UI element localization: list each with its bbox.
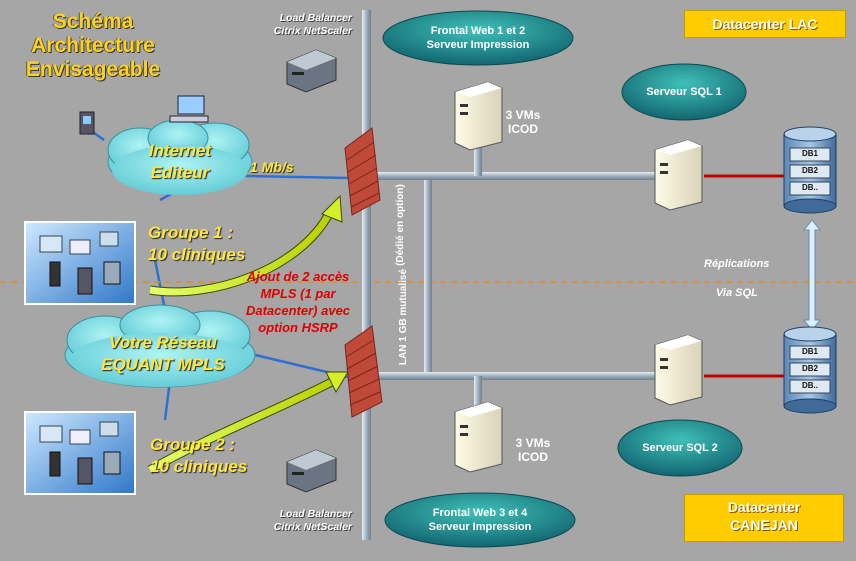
group2-label: Groupe 2 : 10 cliniques <box>150 434 247 478</box>
frontal-bottom-line2: Serveur Impression <box>428 521 532 533</box>
frontal-bottom-label: Frontal Web 3 et 4 Serveur Impression <box>390 506 570 534</box>
group1-line1: Groupe 1 : <box>148 223 234 242</box>
firewall-top <box>344 127 381 216</box>
vms-bottom-label: 3 VMs ICOD <box>508 436 558 464</box>
db-top-1: DB1 <box>801 149 818 158</box>
group2-line1: Groupe 2 : <box>150 435 236 454</box>
via-sql-label: Via SQL <box>716 287 758 299</box>
frontal-bottom-line1: Frontal Web 3 et 4 <box>432 507 528 519</box>
mpls-cloud <box>64 304 256 388</box>
datacenter-canejan-line2: CANEJAN <box>730 517 798 533</box>
title-line-1: Schéma <box>52 10 134 33</box>
load-balancer-top-label: Load Balancer Citrix NetScaler <box>232 12 352 38</box>
datacenter-canejan-badge: Datacenter CANEJAN <box>684 494 844 542</box>
db-bottom-1: DB1 <box>801 347 818 356</box>
replications-label: Réplications <box>704 258 770 270</box>
diagram-title: Schéma Architecture Envisageable <box>18 10 168 82</box>
internet-line2: Editeur <box>150 163 210 182</box>
lb-bottom-line2: Citrix NetScaler <box>273 521 352 533</box>
server-sql-bottom <box>654 334 703 406</box>
mpls-line2: EQUANT MPLS <box>101 355 225 374</box>
db-cylinder-bottom <box>783 326 837 414</box>
sql2-label: Serveur SQL 2 <box>642 442 718 454</box>
internet-cloud <box>107 119 253 195</box>
internet-cloud-label: Internet Editeur <box>120 140 240 184</box>
load-balancer-bottom-label: Load Balancer Citrix NetScaler <box>232 508 352 534</box>
vms-top-line2: ICOD <box>508 122 538 136</box>
mpls-arrow-top <box>149 194 343 297</box>
datacenter-canejan-line1: Datacenter <box>727 499 801 515</box>
clinics-group2-image <box>24 411 136 495</box>
server-vm-bottom <box>454 401 503 473</box>
mpls-note-line4: option HSRP <box>258 320 338 335</box>
frontal-top-line1: Frontal Web 1 et 2 <box>430 25 526 37</box>
frontal-top-label: Frontal Web 1 et 2 Serveur Impression <box>388 24 568 52</box>
lb-bottom-line1: Load Balancer <box>279 508 352 520</box>
vms-top-line1: 3 VMs <box>505 108 541 122</box>
db-bottom-2: DB2 <box>801 364 818 373</box>
clinics-group1-image <box>24 221 136 305</box>
server-sql-top <box>654 139 703 211</box>
datacenter-lac-badge: Datacenter LAC <box>684 10 846 38</box>
load-balancer-bottom-device <box>286 449 337 493</box>
lb-top-line2: Citrix NetScaler <box>273 25 352 37</box>
group1-label: Groupe 1 : 10 cliniques <box>148 222 245 266</box>
db-cylinder-top <box>783 126 837 214</box>
sql-db-links <box>704 174 786 378</box>
vms-top-label: 3 VMs ICOD <box>498 108 548 136</box>
pda-icon <box>79 111 95 135</box>
mpls-note: Ajout de 2 accès MPLS (1 par Datacenter)… <box>228 268 368 336</box>
computer-icon <box>169 95 209 123</box>
lan-vertical-label: LAN 1 GB mutualisé <box>398 268 409 366</box>
load-balancer-top-device <box>286 49 337 93</box>
frontal-top-line2: Serveur Impression <box>426 39 530 51</box>
db-bottom-3: DB.. <box>802 381 818 390</box>
sql1-label: Serveur SQL 1 <box>646 86 722 98</box>
group2-line2: 10 cliniques <box>150 457 248 476</box>
db-top-3: DB.. <box>802 183 818 192</box>
frontal-top-ellipse <box>382 10 574 66</box>
internet-line1: Internet <box>148 141 212 160</box>
vms-bottom-line1: 3 VMs <box>515 436 551 450</box>
mpls-note-line2: MPLS (1 par <box>260 286 336 301</box>
mpls-note-line1: Ajout de 2 accès <box>246 269 350 284</box>
db-top-2: DB2 <box>801 166 818 175</box>
datacenter-lac-label: Datacenter LAC <box>712 16 818 32</box>
server-vm-top <box>454 81 503 151</box>
mpls-arrow-bottom <box>147 371 349 474</box>
frontal-bottom-ellipse <box>384 492 576 548</box>
link-speed-label: 1 Mb/s <box>250 159 294 175</box>
firewall-bottom <box>344 325 383 418</box>
mpls-line1: Votre Réseau <box>108 333 218 352</box>
sql1-ellipse <box>621 63 747 121</box>
replication-arrow <box>802 219 822 331</box>
group1-line2: 10 cliniques <box>148 245 246 264</box>
mpls-cloud-label: Votre Réseau EQUANT MPLS <box>68 332 258 376</box>
lb-top-line1: Load Balancer <box>279 12 352 24</box>
title-line-2: Architecture <box>31 34 155 57</box>
vms-bottom-line2: ICOD <box>518 450 548 464</box>
title-line-3: Envisageable <box>25 58 161 81</box>
sql2-ellipse <box>617 419 743 477</box>
network-pipes <box>362 10 660 540</box>
mpls-note-line3: Datacenter) avec <box>245 303 351 318</box>
dedie-vertical-label: (Dédié en option) <box>395 184 406 266</box>
